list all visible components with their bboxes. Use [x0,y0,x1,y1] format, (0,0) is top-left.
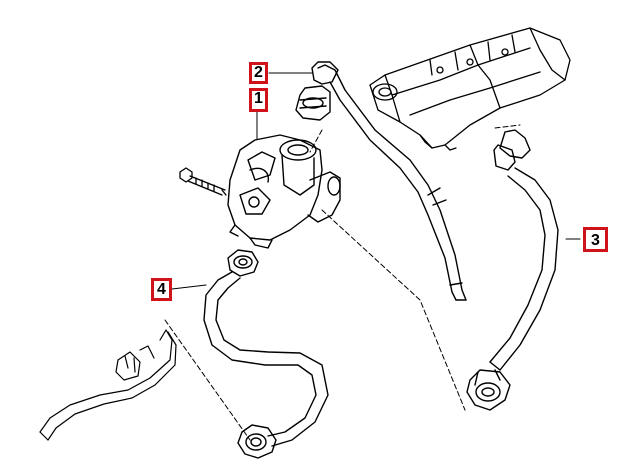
callout-2-label: 2 [254,64,263,81]
callout-1: 1 [249,88,268,112]
part-1-separator [227,134,341,249]
leader-lines [164,72,581,441]
part-3-hose [466,129,559,411]
callout-2: 2 [249,62,268,84]
callout-4: 4 [151,278,172,301]
part-4-hose [203,249,329,459]
bolt [179,167,227,196]
callout-1-label: 1 [254,90,263,107]
part-2-hose [295,61,467,301]
lower-bracket-pipe [39,329,177,441]
callout-3: 3 [583,227,608,252]
callout-3-label: 3 [591,232,600,249]
callout-4-label: 4 [157,281,166,298]
valve-cover [369,27,571,151]
